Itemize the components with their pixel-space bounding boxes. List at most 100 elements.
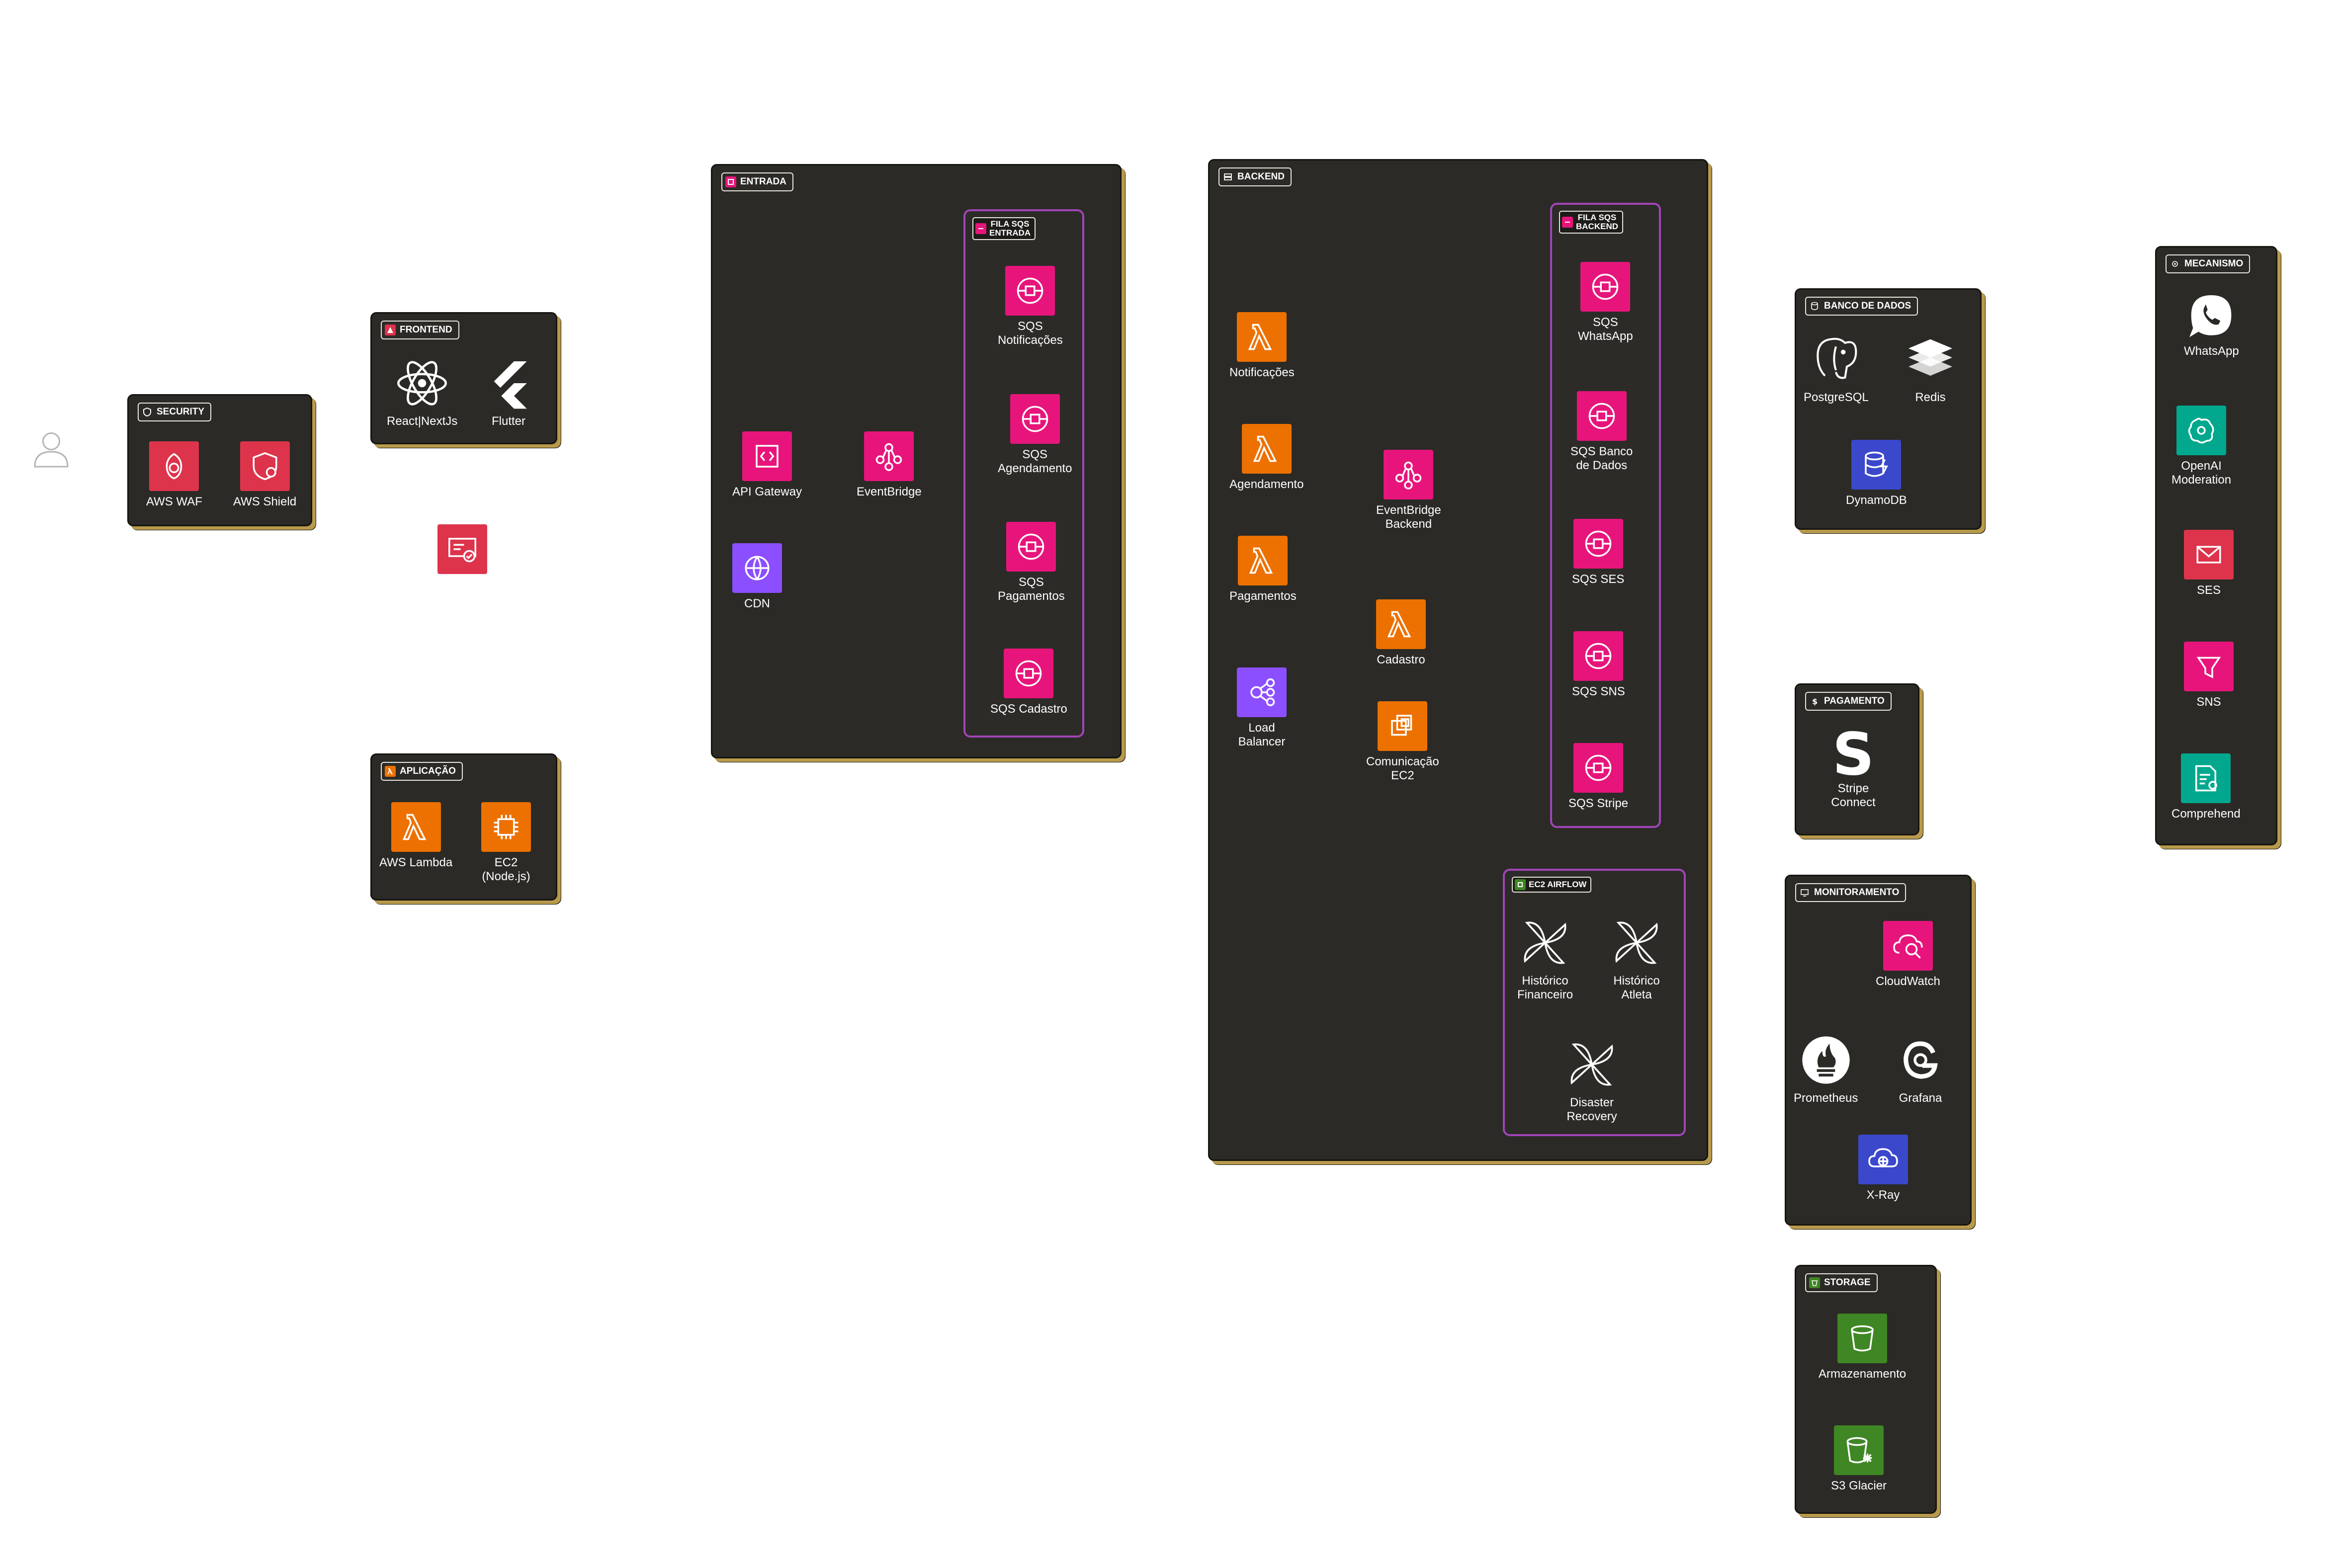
sqs-cadastro-node[interactable]: SQS Cadastro (990, 649, 1067, 716)
prometheus-node[interactable]: Prometheus (1794, 1033, 1858, 1105)
comunicacao-label-2: EC2 (1391, 769, 1414, 782)
sqs-stripe-node[interactable]: SQS Stripe (1568, 743, 1628, 811)
postgresql-node[interactable]: PostgreSQL (1804, 332, 1869, 405)
aws-waf-node[interactable]: AWS WAF (146, 441, 202, 509)
stripe-label-1: Stripe (1837, 782, 1869, 795)
entrada-label: ENTRADA (721, 172, 793, 191)
grafana-label: Grafana (1899, 1091, 1942, 1105)
monitoramento-label: MONITORAMENTO (1795, 883, 1907, 902)
react-label: React|NextJs (387, 414, 458, 428)
disaster-recovery-node[interactable]: Disaster Recovery (1564, 1037, 1619, 1124)
storage-label: STORAGE (1805, 1273, 1878, 1292)
xray-node[interactable]: X-Ray (1858, 1135, 1908, 1202)
ses-label: SES (2196, 583, 2221, 597)
sqs-pagamentos-node[interactable]: SQS Pagamentos (998, 522, 1065, 603)
sqs-pagamentos-label-1: SQS (1019, 576, 1044, 589)
s3-bucket-icon (1837, 1314, 1888, 1363)
s3-glacier-node[interactable]: S3 Glacier (1831, 1425, 1887, 1493)
ec2-node[interactable]: EC2 (Node.js) (481, 802, 531, 884)
flutter-icon (481, 356, 536, 411)
sqs-whatsapp-label-2: WhatsApp (1578, 330, 1633, 343)
grafana-node[interactable]: Grafana (1893, 1033, 1948, 1105)
openai-moderation-node[interactable]: OpenAI Moderation (2171, 406, 2231, 487)
load-balancer-label-1: Load (1248, 721, 1275, 735)
cloudfront-icon (732, 543, 782, 593)
aws-shield-label: AWS Shield (233, 495, 297, 508)
notificacoes-label: Notificações (1229, 366, 1295, 379)
eventbridge-backend-label-2: Backend (1385, 517, 1432, 531)
airflow-icon (1515, 879, 1526, 890)
dynamodb-node[interactable]: DynamoDB (1846, 440, 1907, 507)
cloudwatch-icon (1883, 921, 1933, 971)
sns-label: SNS (2196, 695, 2221, 709)
fila-entrada-title-1: FILA SQS (990, 219, 1030, 229)
backend-group: BACKEND Notificações Agendamento Pagamen… (1208, 159, 1708, 1161)
xray-icon (1858, 1135, 1908, 1184)
entrada-group: ENTRADA API Gateway EventBridge CDN FILA… (711, 164, 1122, 758)
notificacoes-lambda-node[interactable]: Notificações (1229, 312, 1295, 380)
load-balancer-icon (1237, 667, 1287, 717)
armazenamento-node[interactable]: Armazenamento (1819, 1314, 1906, 1381)
sqs-sns-node[interactable]: SQS SNS (1572, 631, 1625, 699)
redis-node[interactable]: Redis (1903, 332, 1958, 405)
lambda-icon (385, 766, 396, 777)
sns-node[interactable]: SNS (2184, 642, 2234, 709)
sqs-icon (1573, 631, 1624, 681)
certificate-manager-icon (437, 524, 487, 574)
pagamentos-label: Pagamentos (1229, 589, 1297, 603)
agendamento-lambda-node[interactable]: Agendamento (1229, 424, 1303, 492)
svg-text:$: $ (1812, 697, 1818, 706)
historico-atleta-node[interactable]: Histórico Atleta (1609, 915, 1664, 1002)
database-icon (1809, 301, 1820, 312)
waf-icon (149, 441, 199, 491)
sqs-notificacoes-node[interactable]: SQS Notificações (998, 266, 1063, 347)
sqs-whatsapp-label-1: SQS (1593, 316, 1618, 329)
comunicacao-ec2-node[interactable]: Comunicação EC2 (1366, 701, 1439, 783)
eventbridge-backend-node[interactable]: EventBridge Backend (1376, 450, 1441, 531)
whatsapp-node[interactable]: WhatsApp (2184, 290, 2239, 358)
ec2-airflow-label: EC2 AIRFLOW (1512, 877, 1592, 893)
agendamento-label: Agendamento (1229, 478, 1304, 491)
aplicacao-group: APLICAÇÃO AWS Lambda EC2 (Node.js) (370, 753, 557, 901)
aws-waf-label: AWS WAF (146, 495, 202, 508)
historico-financeiro-label-1: Histórico (1522, 974, 1568, 988)
sqs-icon (1580, 262, 1631, 312)
api-gateway-node[interactable]: API Gateway (732, 431, 802, 499)
load-balancer-node[interactable]: Load Balancer (1237, 667, 1287, 749)
security-label: SECURITY (138, 403, 212, 421)
react-node[interactable]: React|NextJs (387, 356, 457, 428)
ec2-icon (1378, 701, 1428, 751)
comunicacao-label-1: Comunicação (1366, 755, 1439, 768)
fila-backend-title-1: FILA SQS (1577, 213, 1617, 222)
backend-label: BACKEND (1218, 167, 1292, 186)
sqs-agendamento-node[interactable]: SQS Agendamento (998, 394, 1072, 476)
cloudwatch-node[interactable]: CloudWatch (1876, 921, 1940, 989)
lambda-icon (1376, 599, 1426, 649)
historico-financeiro-node[interactable]: Histórico Financeiro (1517, 915, 1573, 1002)
openai-label-1: OpenAI (2181, 459, 2222, 473)
aws-lambda-node[interactable]: AWS Lambda (379, 802, 452, 870)
comprehend-node[interactable]: Comprehend (2171, 753, 2241, 821)
ec2-airflow-container: EC2 AIRFLOW Histórico Financeiro Históri… (1503, 869, 1686, 1136)
cadastro-lambda-node[interactable]: Cadastro (1376, 599, 1426, 667)
sqs-ses-node[interactable]: SQS SES (1572, 519, 1624, 586)
sqs-whatsapp-node[interactable]: SQS WhatsApp (1578, 262, 1633, 343)
sqs-icon (1573, 519, 1623, 569)
certificate-manager-node[interactable] (437, 524, 487, 574)
banco-label: BANCO DE DADOS (1805, 297, 1918, 316)
sqs-banco-node[interactable]: SQS Banco de Dados (1570, 391, 1633, 473)
sqs-sns-label: SQS SNS (1572, 685, 1625, 698)
pagamentos-lambda-node[interactable]: Pagamentos (1229, 536, 1297, 603)
openai-label-2: Moderation (2171, 473, 2232, 487)
aws-shield-node[interactable]: AWS Shield (233, 441, 296, 509)
eventbridge-node[interactable]: EventBridge (857, 431, 922, 499)
cdn-node[interactable]: CDN (732, 543, 782, 611)
gear-icon (2169, 258, 2180, 269)
stripe-connect-node[interactable]: S Stripe Connect (1826, 727, 1881, 810)
ses-node[interactable]: SES (2184, 530, 2234, 597)
flutter-node[interactable]: Flutter (481, 356, 536, 428)
ec2-label-1: EC2 (494, 856, 518, 869)
